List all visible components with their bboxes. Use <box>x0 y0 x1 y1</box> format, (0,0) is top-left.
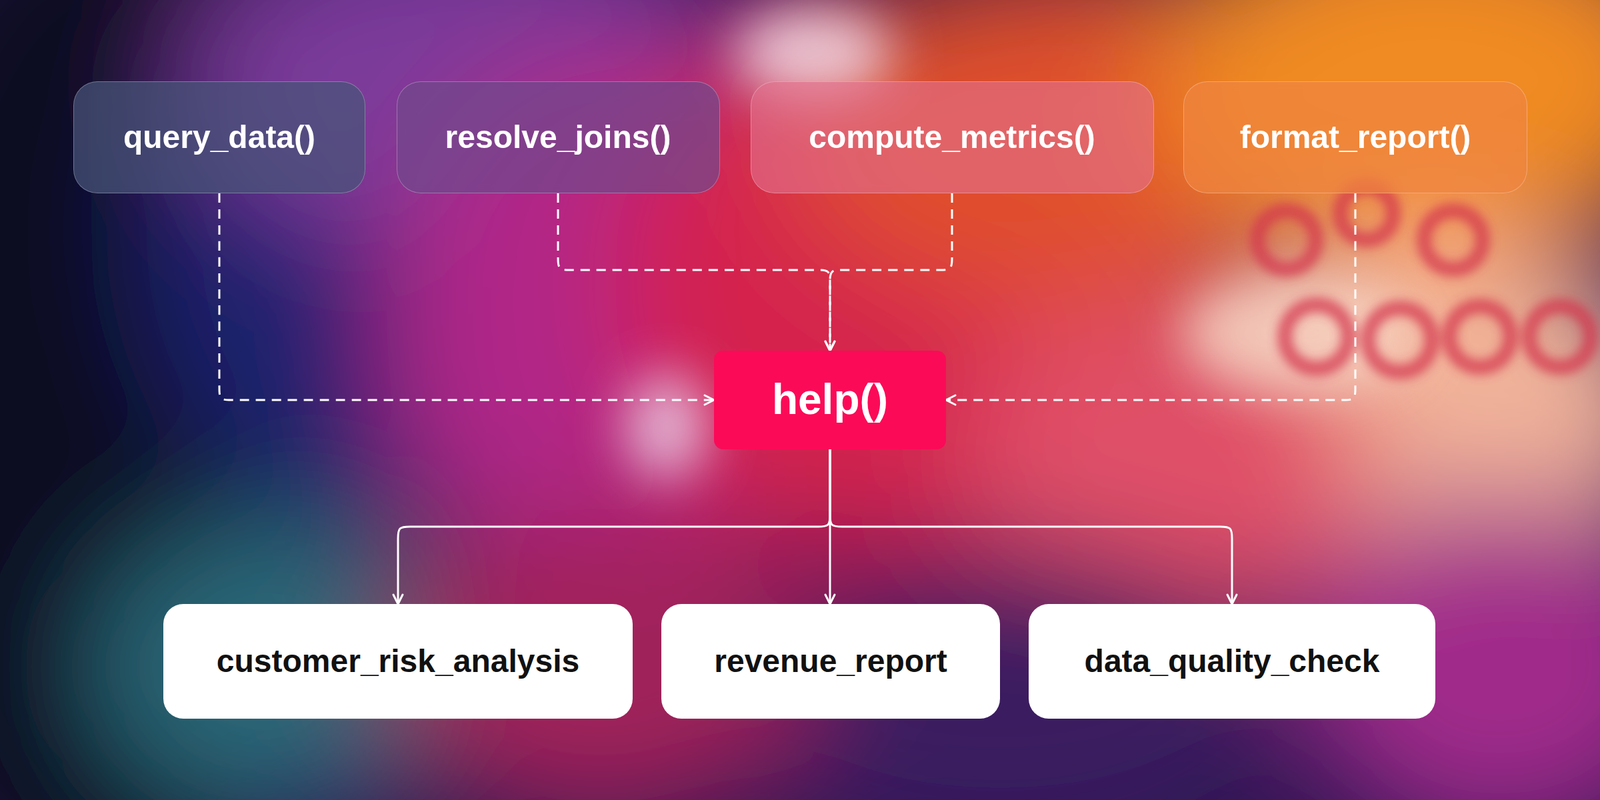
output-box: customer_risk_analysis <box>163 604 633 719</box>
hub-box: help() <box>714 350 946 450</box>
node-label: customer_risk_analysis <box>216 642 580 680</box>
function-box: format_report() <box>1183 81 1528 194</box>
node-label: query_data() <box>123 118 316 156</box>
connector <box>830 449 1232 604</box>
dashed-connector <box>558 193 830 351</box>
function-box: compute_metrics() <box>750 81 1154 194</box>
node-label: resolve_joins() <box>445 118 672 156</box>
node-label: data_quality_check <box>1084 642 1380 680</box>
dashed-connector <box>219 193 714 400</box>
node-label: revenue_report <box>714 642 947 680</box>
function-box: query_data() <box>73 81 366 194</box>
output-box: data_quality_check <box>1028 604 1436 719</box>
dashed-connector <box>830 193 952 351</box>
dashed-connector <box>946 193 1356 400</box>
node-label: format_report() <box>1240 118 1472 156</box>
node-label: compute_metrics() <box>808 118 1095 156</box>
function-box: resolve_joins() <box>396 81 720 194</box>
output-box: revenue_report <box>661 604 1000 719</box>
connector <box>398 449 830 604</box>
node-label: help() <box>772 375 888 425</box>
